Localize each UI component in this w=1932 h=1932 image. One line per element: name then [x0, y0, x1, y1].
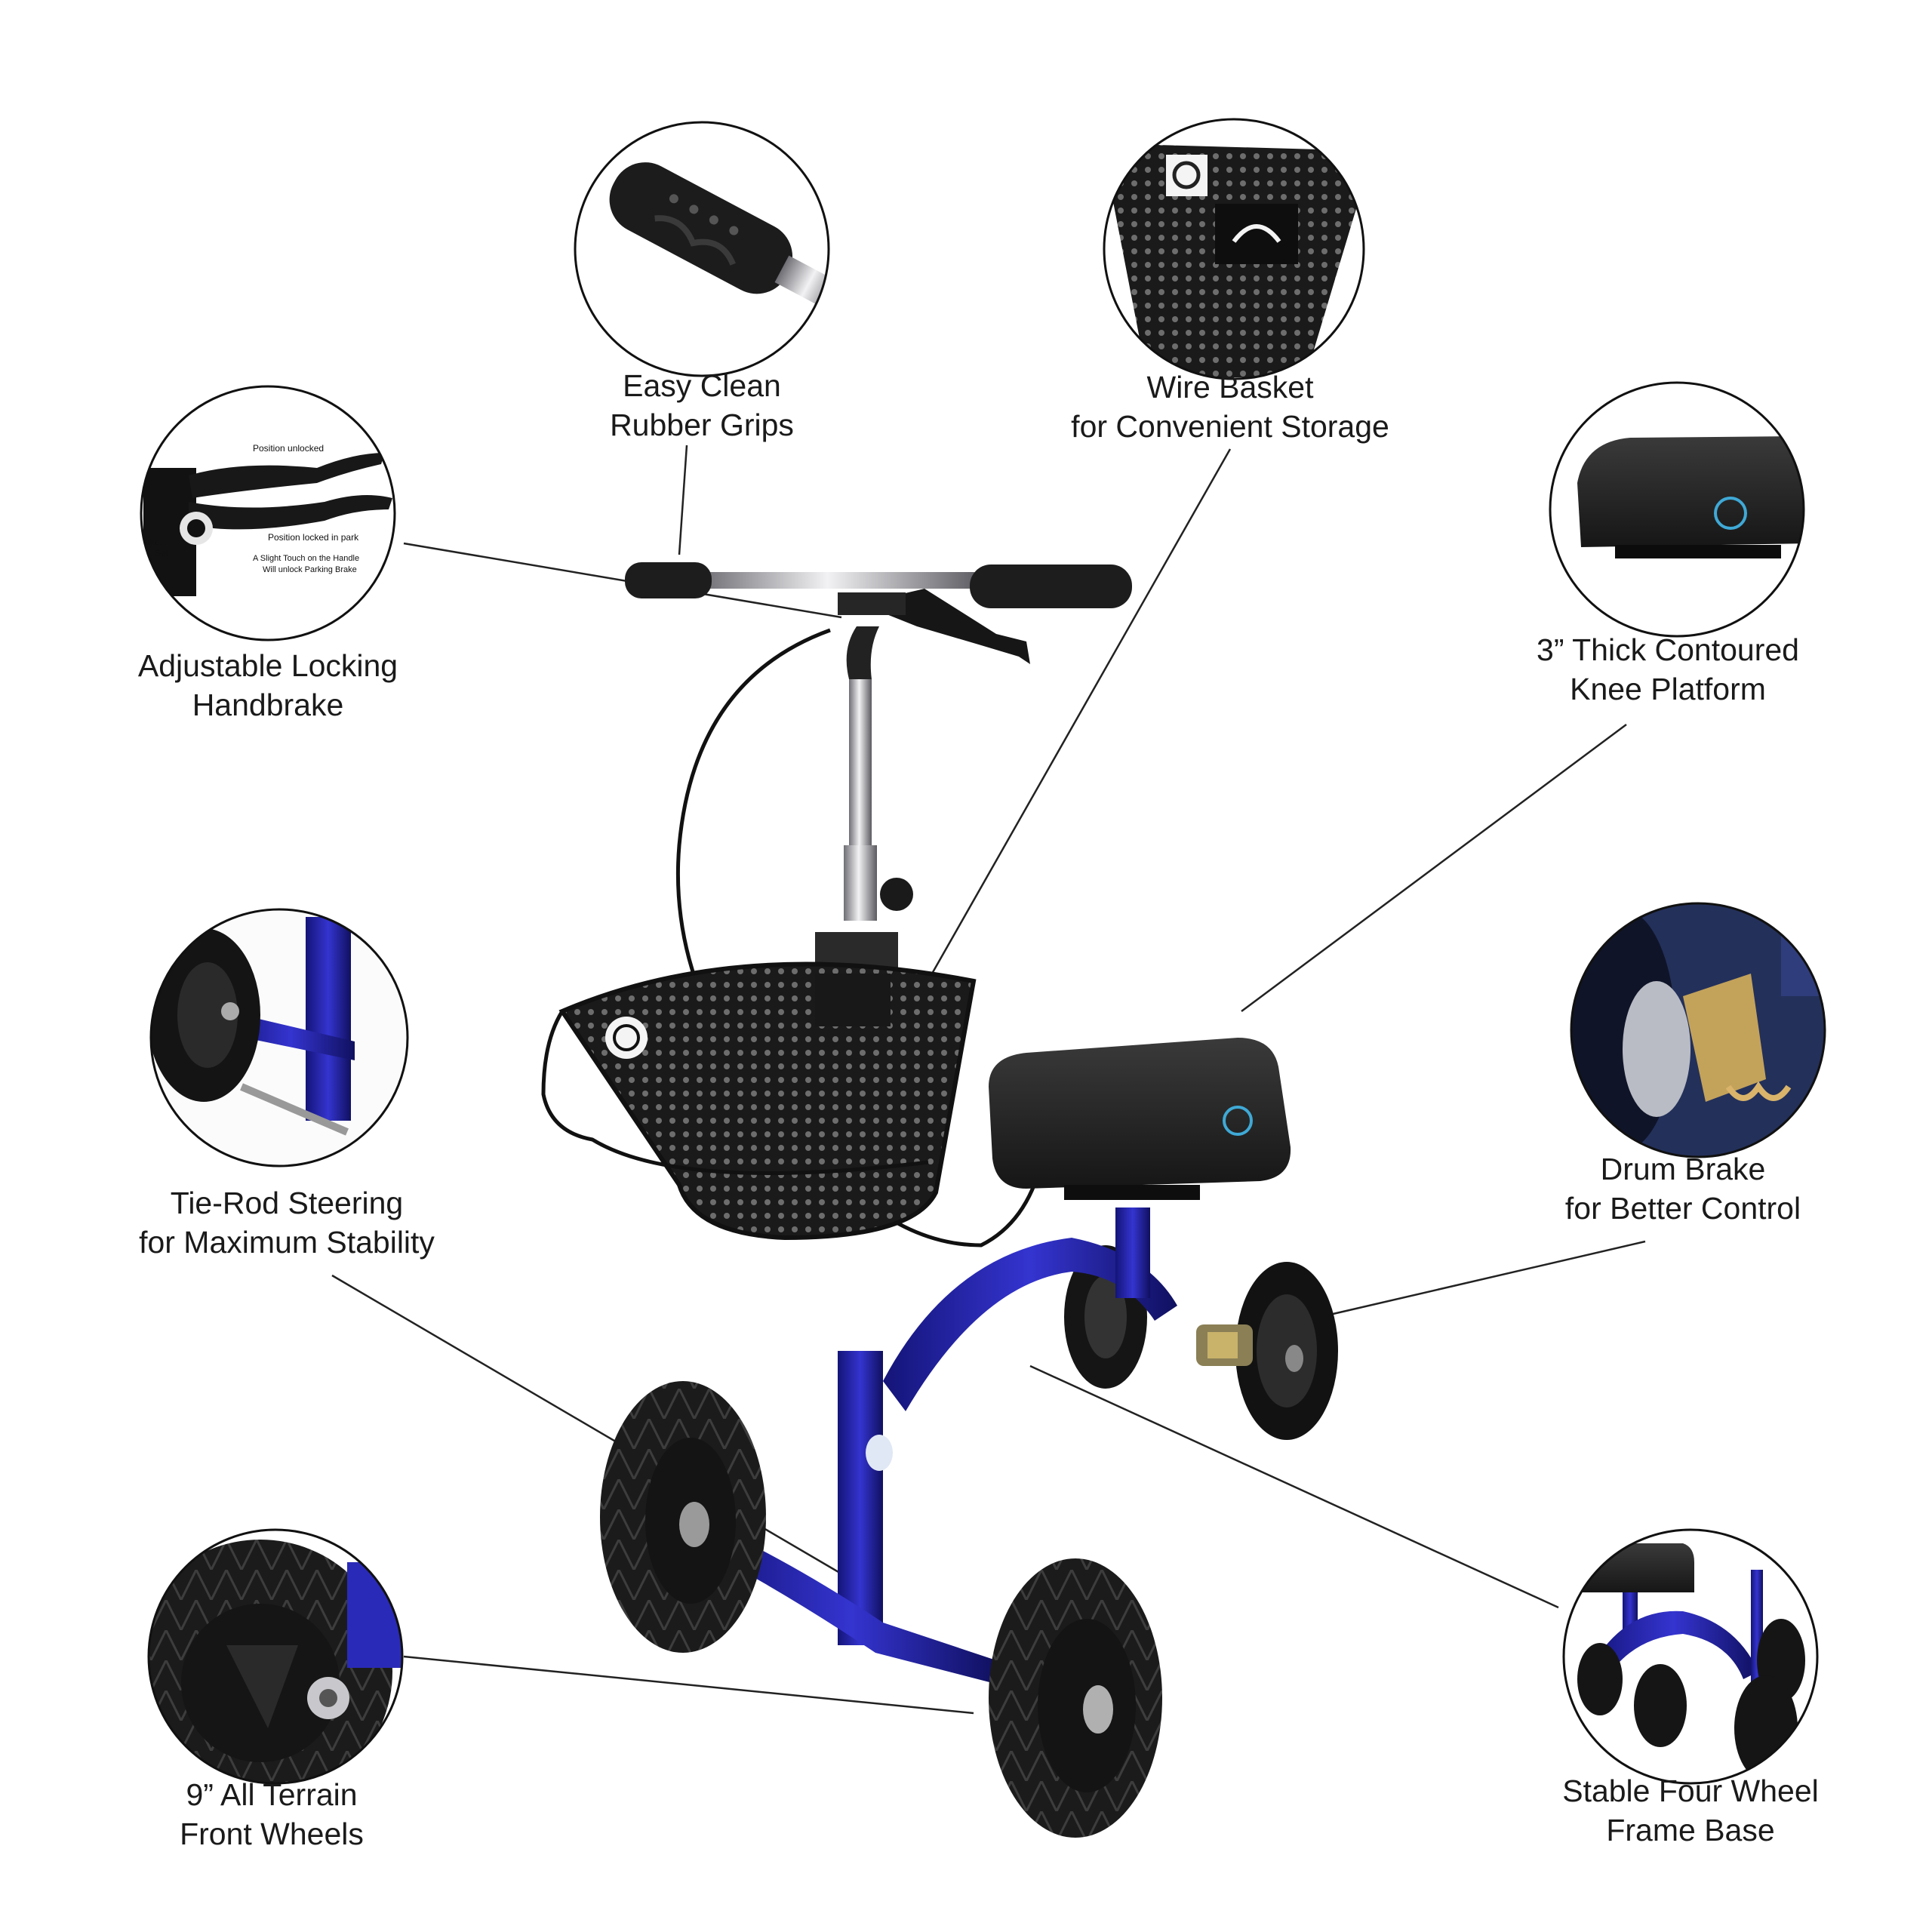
- leader-basket: [931, 448, 1232, 974]
- inset-front-wheel: [147, 1528, 404, 1785]
- handbrake-text-unlocked: Position unlocked: [253, 443, 324, 454]
- arched-frame: [883, 1238, 1177, 1411]
- steering-column: [815, 626, 913, 1015]
- label-handbrake: Adjustable Locking Handbrake: [117, 646, 419, 724]
- label-frame-base-line-1: Stable Four Wheel: [1562, 1774, 1819, 1808]
- leader-handbrake: [403, 542, 842, 619]
- knee-pad: [989, 1038, 1291, 1200]
- handbrake-text-partial-1: ake,: [145, 537, 162, 547]
- handlebar: [625, 562, 1132, 664]
- leader-grips: [678, 445, 688, 555]
- handbrake-text-note-2: Will unlock Parking Brake: [263, 565, 357, 574]
- label-knee-platform-line-2: Knee Platform: [1570, 672, 1766, 706]
- leader-knee-platform: [1241, 723, 1627, 1013]
- inset-handbrake: Position unlocked Position locked in par…: [140, 385, 396, 641]
- leader-frame-base: [1029, 1364, 1559, 1609]
- handbrake-text-partial-2: Set: [155, 548, 169, 558]
- label-front-wheels-line-1: 9” All Terrain: [186, 1777, 358, 1812]
- drum-brake-hardware: [1196, 1324, 1253, 1366]
- front-left-wheel: [600, 1381, 766, 1653]
- inset-wire-basket: [1103, 118, 1365, 380]
- inset-tie-rod-steering: [149, 908, 409, 1168]
- label-drum-brake-line-1: Drum Brake: [1600, 1152, 1766, 1186]
- label-rubber-grips-line-2: Rubber Grips: [610, 408, 794, 442]
- label-tie-rod-steering-line-2: for Maximum Stability: [139, 1225, 435, 1260]
- scooter: [541, 562, 1338, 1838]
- inset-drum-brake: [1570, 902, 1826, 1158]
- label-front-wheels-line-2: Front Wheels: [180, 1817, 364, 1851]
- leader-lines: [331, 445, 1646, 1715]
- handbrake-text-locked: Position locked in park: [268, 532, 359, 543]
- label-frame-base-line-2: Frame Base: [1606, 1813, 1775, 1847]
- front-crossbar: [706, 1524, 996, 1683]
- label-handbrake-line-1: Adjustable Locking: [137, 648, 398, 683]
- rear-right-wheel: [1235, 1262, 1338, 1440]
- inset-rubber-grips: [574, 121, 830, 377]
- inset-knee-platform: [1549, 381, 1805, 638]
- label-drum-brake-line-2: for Better Control: [1564, 1191, 1801, 1226]
- label-rubber-grips-line-1: Easy Clean: [623, 368, 781, 403]
- label-frame-base: Stable Four Wheel Frame Base: [1528, 1771, 1853, 1850]
- label-rubber-grips: Easy Clean Rubber Grips: [551, 366, 853, 445]
- front-right-wheel: [989, 1558, 1162, 1838]
- leader-steering: [331, 1274, 861, 1586]
- handbrake-text-note-1: A Slight Touch on the Handle: [253, 554, 359, 563]
- label-tie-rod-steering-line-1: Tie-Rod Steering: [170, 1186, 404, 1220]
- wire-basket: [541, 961, 977, 1241]
- label-knee-platform: 3” Thick Contoured Knee Platform: [1509, 630, 1826, 709]
- leader-wheels: [403, 1655, 974, 1715]
- label-wire-basket: Wire Basket for Convenient Storage: [1034, 368, 1426, 446]
- label-front-wheels: 9” All Terrain Front Wheels: [121, 1775, 423, 1854]
- label-wire-basket-line-1: Wire Basket: [1146, 370, 1314, 405]
- label-wire-basket-line-2: for Convenient Storage: [1071, 409, 1389, 444]
- inset-frame-base: [1562, 1528, 1819, 1785]
- label-tie-rod-steering: Tie-Rod Steering for Maximum Stability: [106, 1183, 468, 1262]
- front-post: [838, 1351, 883, 1645]
- knee-post: [1115, 1208, 1150, 1298]
- label-drum-brake: Drum Brake for Better Control: [1532, 1149, 1834, 1228]
- label-handbrake-line-2: Handbrake: [192, 688, 344, 722]
- label-knee-platform-line-1: 3” Thick Contoured: [1537, 632, 1799, 667]
